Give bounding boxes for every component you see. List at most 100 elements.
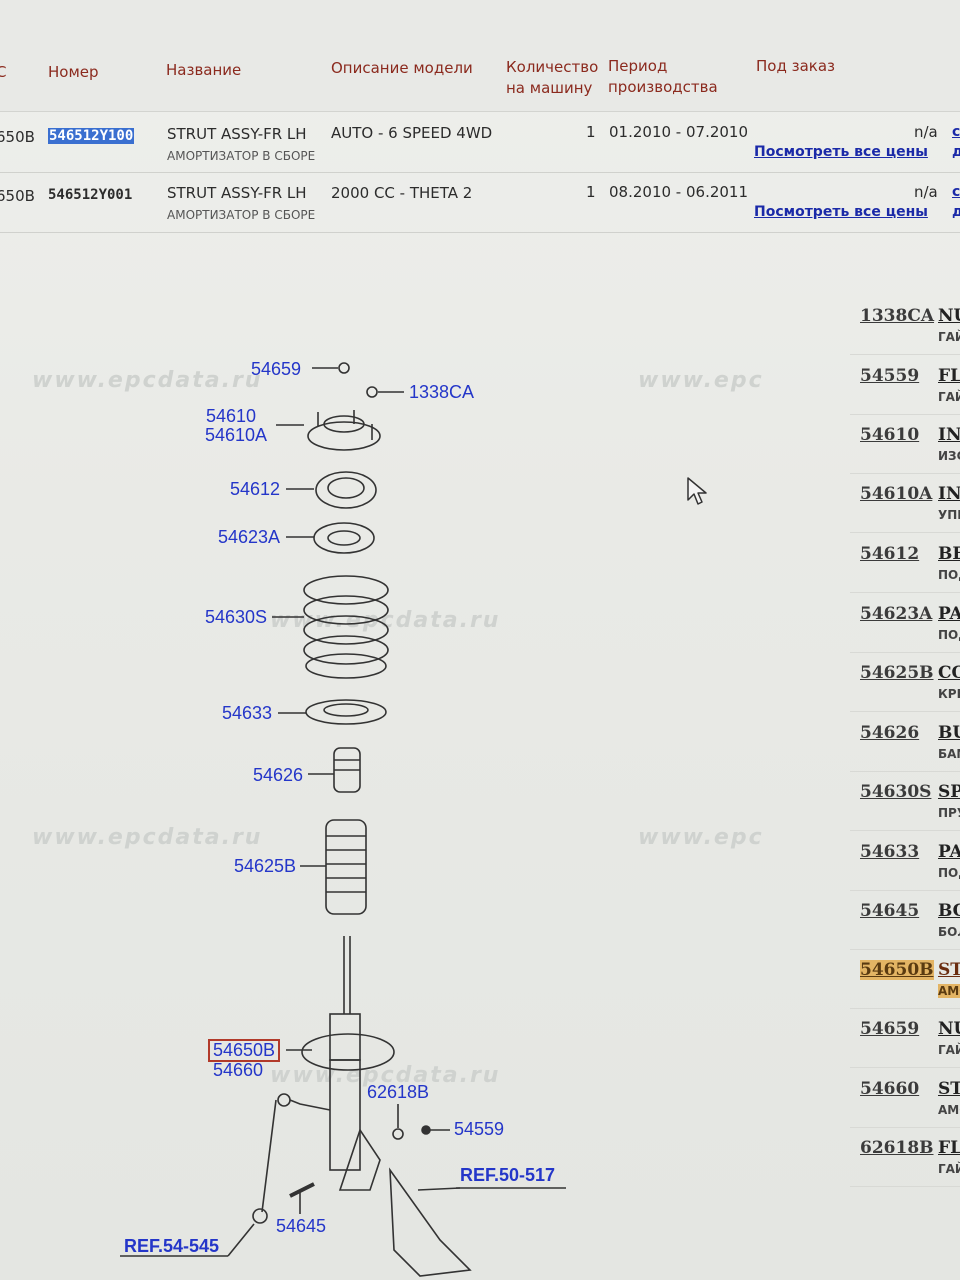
part-number[interactable]: 54623A [860, 604, 933, 624]
parts-list-item[interactable]: 54659 NU ГАЙ [850, 1009, 960, 1068]
row-qty: 1 [586, 183, 596, 201]
nut-54659-part [338, 362, 350, 374]
part-number[interactable]: 54660 [860, 1079, 920, 1099]
callout-54630s[interactable]: 54630S [205, 607, 268, 627]
part-number[interactable]: 1338CA [860, 306, 935, 326]
row-qty: 1 [586, 123, 596, 141]
part-name[interactable]: SP [938, 782, 960, 802]
part-name-ru: ИЗС [938, 449, 960, 463]
pad-54623a-part [327, 530, 361, 546]
parts-list-item[interactable]: 54630S SP ПРУ [850, 772, 960, 831]
table-row[interactable]: 650B 546512Y100 STRUT ASSY-FR LH АМОРТИЗ… [0, 113, 960, 173]
callout-54633[interactable]: 54633 [222, 703, 273, 723]
row-number[interactable]: 546512Y100 [48, 126, 135, 146]
part-name[interactable]: IN [938, 484, 960, 504]
part-name[interactable]: BU [938, 723, 960, 743]
part-number[interactable]: 54630S [860, 782, 932, 802]
bolt-54645-part [289, 1182, 315, 1198]
part-name[interactable]: BE [938, 544, 960, 564]
part-number[interactable]: 54559 [860, 366, 920, 386]
mouse-cursor-icon [687, 477, 707, 505]
parts-list-item[interactable]: 54626 BU БАМ [850, 713, 960, 772]
col-qty-header-line2: на машину [506, 79, 593, 97]
row-edge-link[interactable]: с [952, 184, 960, 200]
row-number[interactable]: 546512Y001 [48, 187, 133, 203]
strut-54650b-part [329, 1059, 361, 1171]
col-qty-header[interactable]: Количество на машину [506, 57, 598, 99]
insulator-54610-part [323, 415, 365, 433]
parts-list-item[interactable]: 54660 ST АМС [850, 1069, 960, 1128]
part-number[interactable]: 54659 [860, 1019, 920, 1039]
part-number[interactable]: 54650B [860, 960, 934, 980]
callout-54612[interactable]: 54612 [230, 479, 281, 499]
callout-62618b[interactable]: 62618B [367, 1082, 430, 1102]
part-name[interactable]: NU [938, 306, 960, 326]
col-order-header: Под заказ [756, 57, 835, 75]
pad-54633-part [323, 703, 369, 717]
parts-list-item-selected[interactable]: 54650B ST АМС [850, 950, 960, 1009]
stabilizer-link-54660-part [252, 1208, 268, 1224]
part-name[interactable]: CO [938, 663, 960, 683]
view-all-prices-link[interactable]: Посмотреть все цены [754, 204, 928, 220]
callout-54626[interactable]: 54626 [253, 765, 304, 785]
part-number[interactable]: 54626 [860, 723, 920, 743]
callout-54610[interactable]: 54610 [206, 406, 257, 426]
parts-list-item[interactable]: 54612 BE ПОД [850, 534, 960, 593]
callout-54610a[interactable]: 54610A [205, 425, 268, 445]
callout-54645[interactable]: 54645 [276, 1216, 327, 1236]
part-name[interactable]: FL [938, 366, 960, 386]
part-name[interactable]: BO [938, 901, 960, 921]
col-qty-header-line1: Количество [506, 58, 599, 76]
col-name-header[interactable]: Название [166, 61, 242, 79]
callout-54623a[interactable]: 54623A [218, 527, 281, 547]
callout-54660[interactable]: 54660 [213, 1060, 264, 1080]
ref-54-545-link[interactable]: REF.54-545 [124, 1236, 220, 1256]
parts-list-item[interactable]: 54610A IN УПІ [850, 474, 960, 533]
callout-54625b[interactable]: 54625B [234, 856, 297, 876]
col-model-header[interactable]: Описание модели [331, 59, 473, 77]
part-number[interactable]: 62618B [860, 1138, 934, 1158]
row-edge-link-2[interactable]: д [952, 204, 960, 220]
insulator-54610-part [307, 421, 381, 451]
watermark: www.epcdata.ru [32, 825, 263, 850]
parts-list-item[interactable]: 54645 BO БОЛ [850, 891, 960, 950]
part-name[interactable]: PA [938, 604, 960, 624]
spring-54630s-part [303, 575, 389, 605]
callout-54650b-selected[interactable]: 54650B [208, 1039, 281, 1062]
parts-list-item[interactable]: 62618B FL ГАЙ [850, 1128, 960, 1187]
leader-line [227, 1223, 255, 1257]
part-number[interactable]: 54610A [860, 484, 933, 504]
strut-54650b-part [338, 1128, 381, 1191]
spring-54630s-part [303, 595, 389, 625]
part-name[interactable]: ST [938, 960, 960, 980]
callout-54659[interactable]: 54659 [251, 359, 302, 379]
part-name[interactable]: ST [938, 1079, 960, 1099]
ref-50-517-link[interactable]: REF.50-517 [460, 1165, 556, 1185]
part-number[interactable]: 54625B [860, 663, 934, 683]
view-all-prices-link[interactable]: Посмотреть все цены [754, 144, 928, 160]
parts-list-item[interactable]: 54633 PA ПОД [850, 832, 960, 891]
row-edge-link-2[interactable]: д [952, 144, 960, 160]
parts-list-item[interactable]: 54559 FL ГАЙ [850, 356, 960, 415]
col-period-header[interactable]: Период производства [608, 56, 718, 98]
parts-list-item[interactable]: 54623A PA ПОД [850, 594, 960, 653]
parts-list-item[interactable]: 54625B CO КРЬ [850, 653, 960, 712]
table-row[interactable]: 650B 546512Y001 STRUT ASSY-FR LH АМОРТИЗ… [0, 173, 960, 233]
part-name-ru: АМС [938, 1103, 960, 1117]
callout-1338ca[interactable]: 1338CA [409, 382, 475, 402]
row-edge-link[interactable]: с [952, 124, 960, 140]
part-name-ru: ГАЙ [938, 1043, 960, 1057]
part-name[interactable]: PA [938, 842, 960, 862]
part-number[interactable]: 54612 [860, 544, 920, 564]
callout-54559[interactable]: 54559 [454, 1119, 505, 1139]
parts-list-item[interactable]: 1338CA NU ГАЙ [850, 296, 960, 355]
part-name[interactable]: IN [938, 425, 960, 445]
part-name[interactable]: FL [938, 1138, 960, 1158]
col-number-header[interactable]: Номер [48, 63, 99, 81]
part-name[interactable]: NU [938, 1019, 960, 1039]
parts-list-item[interactable]: 54610 IN ИЗС [850, 415, 960, 474]
part-number[interactable]: 54610 [860, 425, 920, 445]
part-number[interactable]: 54633 [860, 842, 920, 862]
part-number[interactable]: 54645 [860, 901, 920, 921]
